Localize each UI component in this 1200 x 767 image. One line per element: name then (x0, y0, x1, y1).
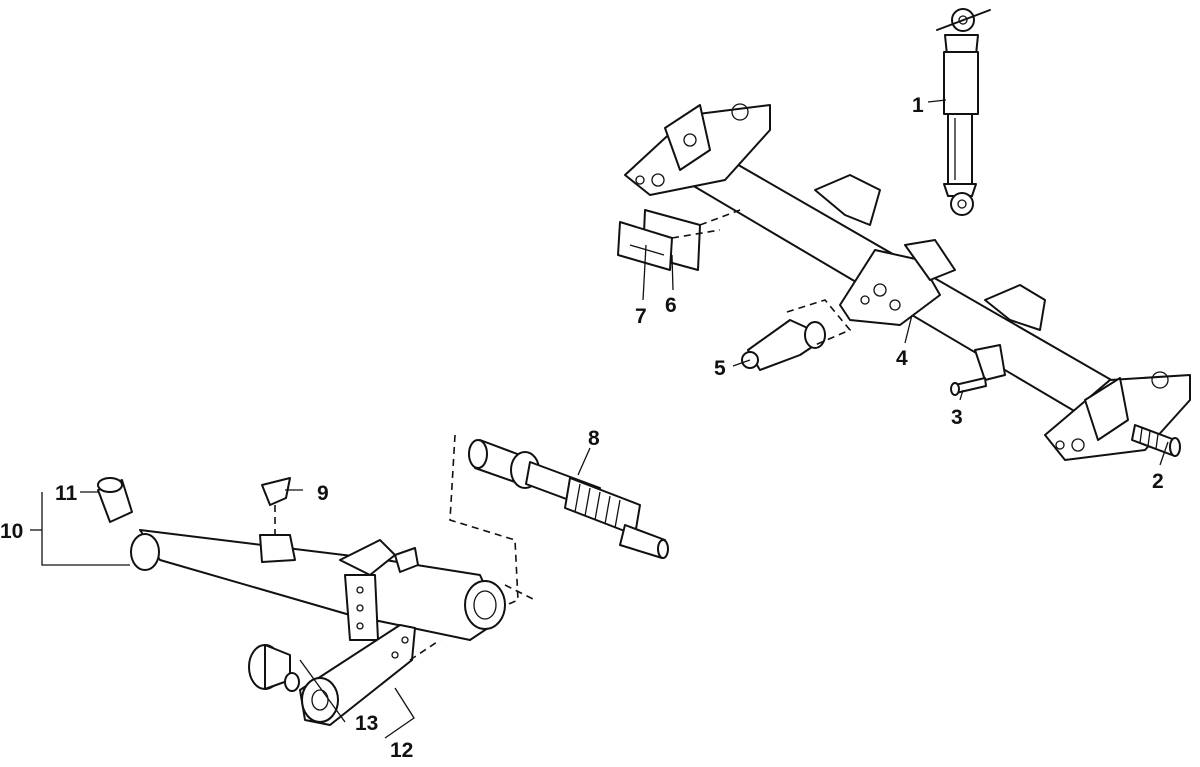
shim-plates (617, 209, 741, 271)
callout-5: 5 (714, 357, 726, 380)
bolt (950, 377, 987, 396)
callout-1: 1 (912, 94, 924, 117)
callout-9: 9 (317, 482, 329, 505)
callout-4: 4 (896, 347, 908, 370)
callout-10: 10 (0, 520, 23, 543)
callout-13: 13 (355, 712, 378, 735)
callout-labels: 1 2 3 4 5 6 7 8 9 10 11 12 13 (0, 94, 1164, 762)
callout-11: 11 (55, 482, 78, 505)
bump-stop (261, 477, 291, 535)
stub-axle (1131, 424, 1181, 457)
link-arm (741, 299, 852, 371)
callout-2: 2 (1152, 470, 1164, 493)
callout-8: 8 (588, 427, 600, 450)
callout-3: 3 (951, 406, 963, 429)
callout-6: 6 (665, 294, 677, 317)
shock-absorber (936, 8, 991, 216)
leader-lines (30, 99, 1169, 739)
callout-7: 7 (635, 305, 647, 328)
mount-bracket (248, 624, 441, 726)
trailing-arm (130, 529, 536, 641)
axle-beam (624, 103, 1191, 461)
callout-12: 12 (390, 739, 413, 762)
bushing (97, 477, 133, 523)
